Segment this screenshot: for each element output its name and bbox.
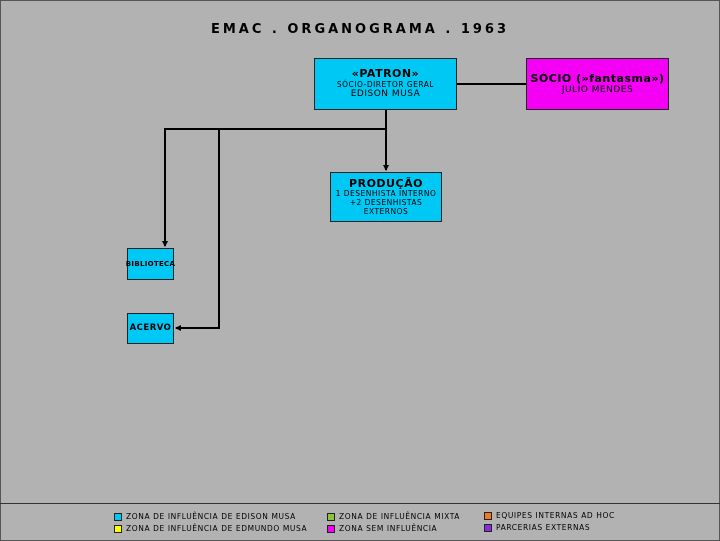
producao-line1: 1 DESENHISTA INTERNO bbox=[335, 189, 437, 199]
legend-divider bbox=[0, 503, 720, 504]
legend-item-sem-influencia: ZONA SEM INFLUÊNCIA bbox=[327, 524, 437, 533]
producao-line2: +2 DESENHISTAS EXTERNOS bbox=[349, 198, 423, 216]
legend-label: PARCERIAS EXTERNAS bbox=[496, 523, 591, 532]
legend-item-edmundo: ZONA DE INFLUÊNCIA DE EDMUNDO MUSA bbox=[114, 524, 307, 533]
legend-label: ZONA SEM INFLUÊNCIA bbox=[339, 524, 438, 533]
legend-label: ZONA DE INFLUÊNCIA DE EDISON MUSA bbox=[126, 512, 296, 521]
socio-box: SÓCIO (»fantasma») JULIO MENDES bbox=[526, 58, 669, 110]
producao-box: PRODUÇÃO 1 DESENHISTA INTERNO +2 DESENHI… bbox=[330, 172, 442, 222]
acervo-head: ACERVO bbox=[129, 322, 172, 333]
socio-name: JULIO MENDES bbox=[561, 85, 634, 96]
patron-role: SÓCIO-DIRETOR GERAL bbox=[336, 79, 435, 89]
biblioteca-head: BIBLIOTECA bbox=[125, 259, 176, 268]
legend-swatch bbox=[327, 524, 335, 533]
legend-label: EQUIPES INTERNAS AD HOC bbox=[496, 511, 615, 520]
legend-swatch bbox=[114, 524, 122, 533]
legend-swatch bbox=[114, 512, 122, 521]
patron-box: «PATRON» SÓCIO-DIRETOR GERAL EDISON MUSA bbox=[314, 58, 457, 110]
legend-item-parcerias: PARCERIAS EXTERNAS bbox=[484, 523, 590, 532]
legend-item-equipes: EQUIPES INTERNAS AD HOC bbox=[484, 511, 615, 520]
socio-head: SÓCIO (»fantasma») bbox=[530, 71, 665, 85]
legend-swatch bbox=[327, 512, 335, 521]
acervo-box: ACERVO bbox=[127, 313, 174, 344]
legend-item-edison: ZONA DE INFLUÊNCIA DE EDISON MUSA bbox=[114, 512, 296, 521]
legend-swatch bbox=[484, 511, 492, 520]
legend-label: ZONA DE INFLUÊNCIA MIXTA bbox=[339, 512, 461, 521]
patron-head: «PATRON» bbox=[351, 67, 420, 81]
connector-acervo bbox=[175, 128, 220, 331]
diagram-title: EMAC . ORGANOGRAMA . 1963 bbox=[210, 22, 510, 37]
legend-label: ZONA DE INFLUÊNCIA DE EDMUNDO MUSA bbox=[126, 524, 308, 533]
producao-head: PRODUÇÃO bbox=[349, 176, 423, 190]
legend-item-mixta: ZONA DE INFLUÊNCIA MIXTA bbox=[327, 512, 460, 521]
patron-name: EDISON MUSA bbox=[350, 89, 421, 100]
biblioteca-box: BIBLIOTECA bbox=[125, 248, 176, 280]
legend-swatch bbox=[484, 523, 492, 532]
